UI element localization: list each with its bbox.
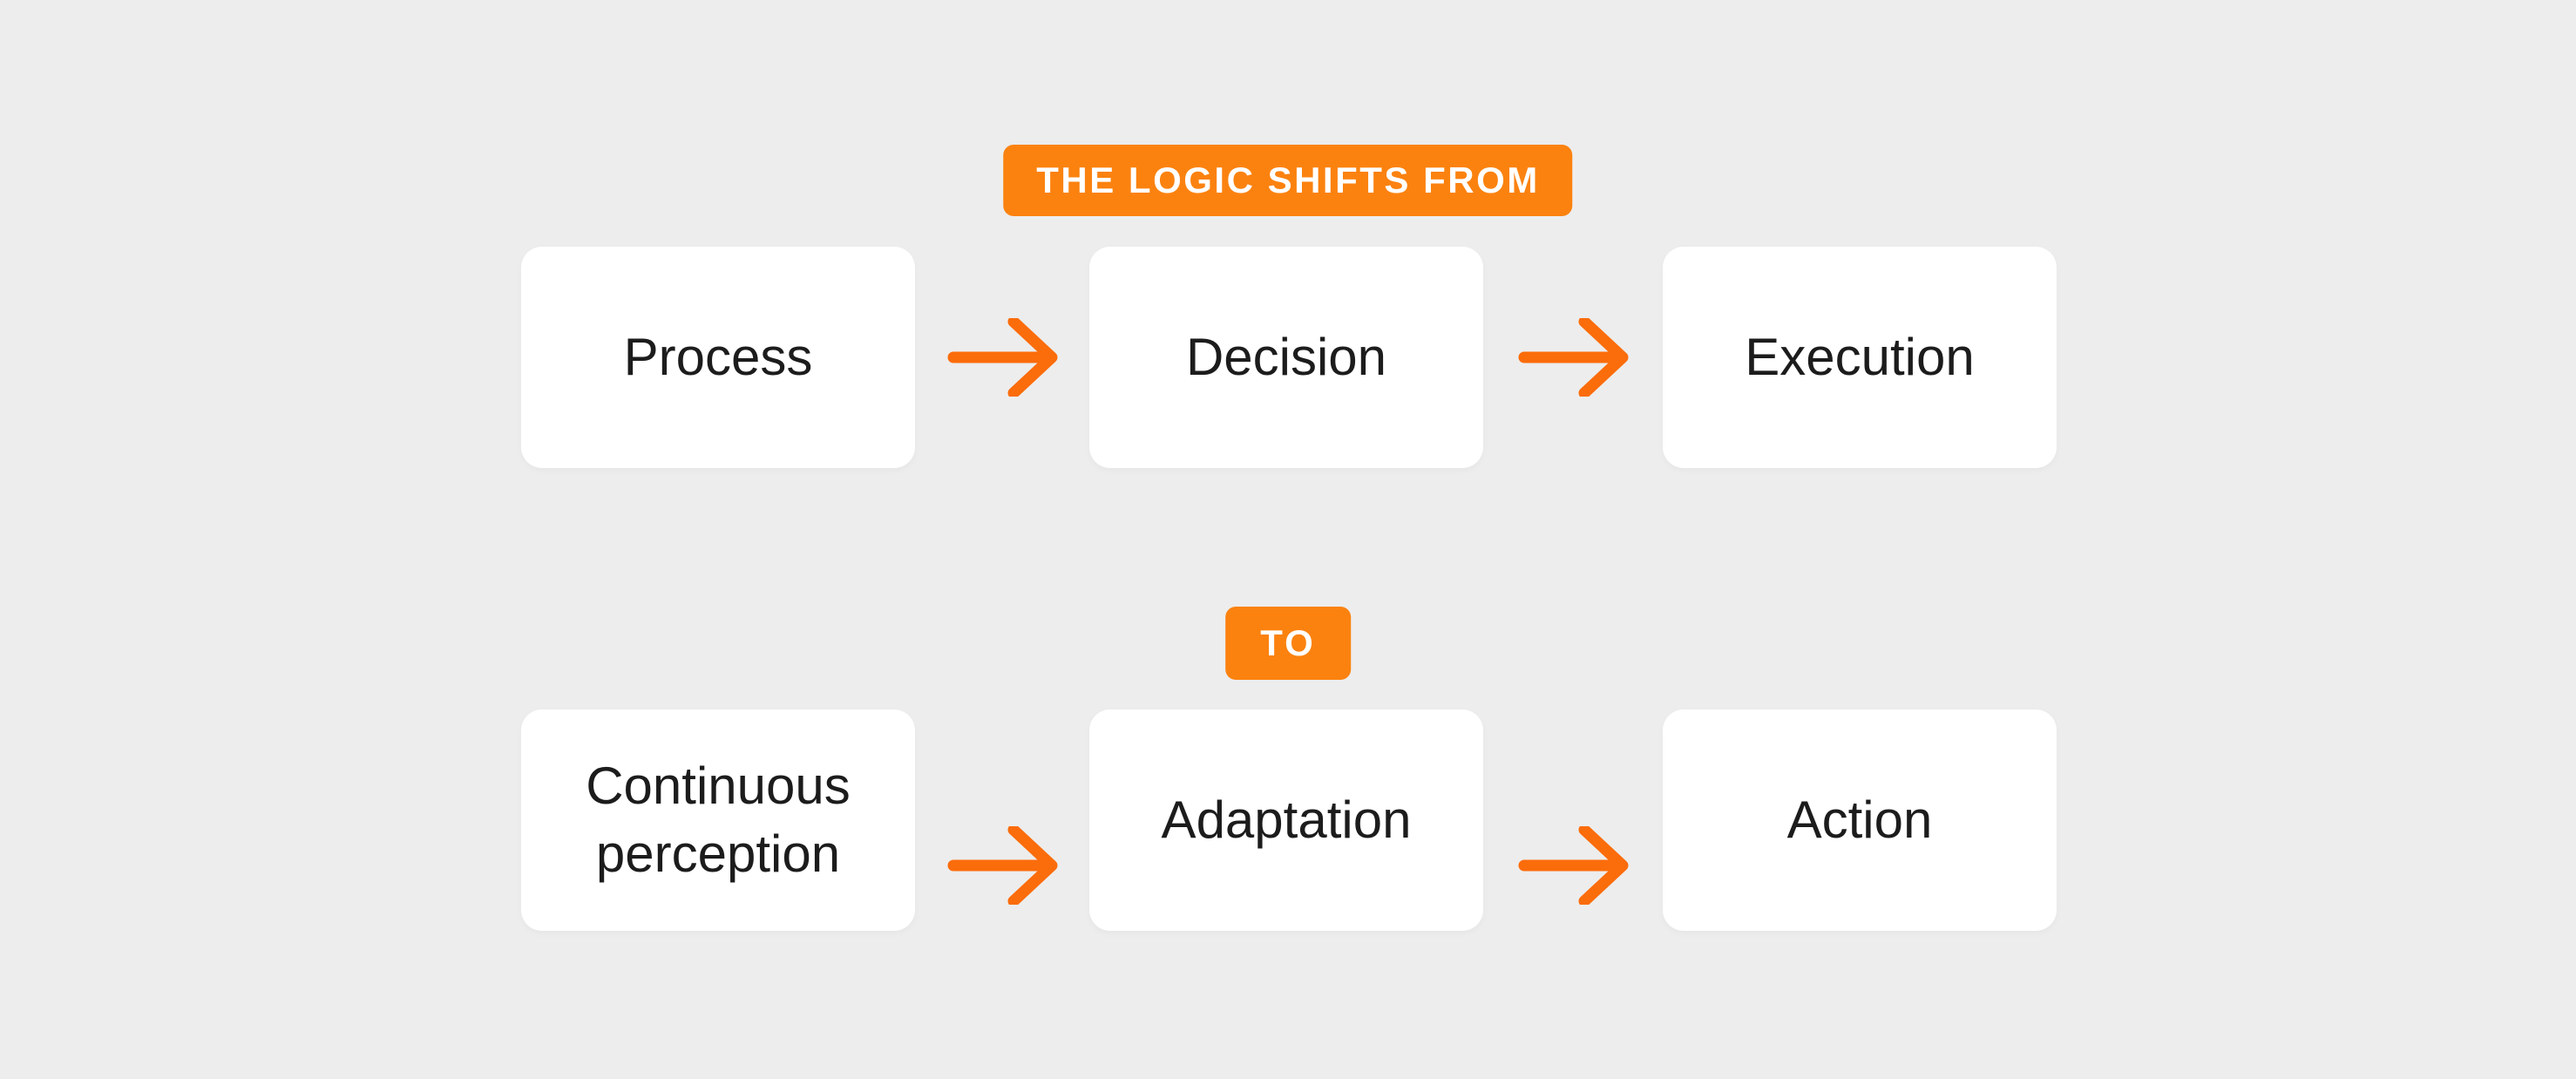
box-adaptation: Adaptation — [1089, 709, 1483, 931]
box-decision: Decision — [1089, 247, 1483, 468]
box-action: Action — [1663, 709, 2057, 931]
from-badge: THE LOGIC SHIFTS FROM — [1003, 145, 1573, 216]
arrow-right-icon — [947, 826, 1058, 905]
box-process: Process — [521, 247, 915, 468]
arrow-right-icon — [1518, 826, 1629, 905]
to-badge: TO — [1225, 607, 1351, 680]
box-execution: Execution — [1663, 247, 2057, 468]
arrow-right-icon — [1518, 318, 1629, 397]
arrow-right-icon — [947, 318, 1058, 397]
box-continuous-perception: Continuous perception — [521, 709, 915, 931]
